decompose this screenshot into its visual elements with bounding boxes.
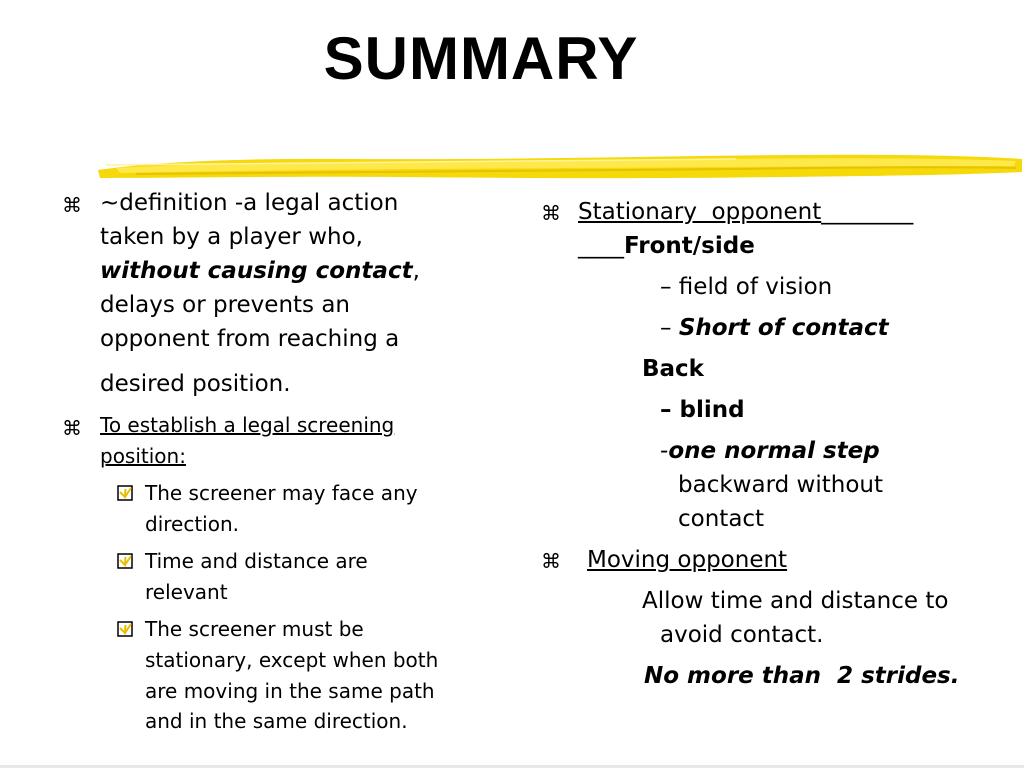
bottom-divider — [0, 765, 1024, 768]
contact: contact — [678, 506, 765, 532]
subitem-3-line-2: stationary, except when both — [145, 648, 439, 672]
definition-line-4: delays or prevents an — [100, 292, 351, 318]
definition-line-2: taken by a player who, — [100, 224, 363, 250]
subitem-1-line-2: direction. — [145, 512, 240, 536]
stationary-opponent-label: Stationary opponent — [578, 199, 822, 225]
legal-screening-heading-line-1: To establish a legal screening — [100, 413, 395, 437]
one-normal-step-line: -one normal step — [660, 434, 880, 468]
short-of-contact-line: – Short of contact — [660, 311, 889, 345]
subitem-2-line-2: relevant — [145, 580, 228, 604]
definition-line-5: opponent from reaching a — [100, 326, 400, 352]
front-side-label: Front/side — [624, 233, 755, 259]
definition-line-6: desired position. — [100, 371, 291, 397]
page-title: SUMMARY — [323, 25, 639, 92]
dash: – — [660, 315, 679, 341]
bullet-symbol: ⌘ — [541, 201, 561, 225]
blind-label: – blind — [660, 397, 745, 423]
legal-screening-heading-line-2: position: — [100, 444, 186, 468]
bullet-symbol: ⌘ — [62, 193, 82, 217]
bullet-symbol: ⌘ — [541, 549, 561, 573]
blank-line: ________ — [821, 199, 914, 225]
subitem-2-line-1: Time and distance are — [145, 549, 368, 573]
definition-line-1: ~definition -a legal action — [100, 190, 399, 216]
avoid-contact-line: avoid contact. — [660, 622, 824, 648]
bullet-symbol: ⌘ — [62, 416, 82, 440]
one-normal-step: one normal step — [668, 438, 880, 464]
moving-opponent-heading: Moving opponent — [587, 547, 788, 573]
checkbox-bullet-icon — [117, 621, 133, 637]
checkbox-bullet-icon — [117, 553, 133, 569]
subitem-1-line-1: The screener may face any — [145, 481, 418, 505]
subitem-3-line-4: and in the same direction. — [145, 709, 408, 733]
subitem-3-line-1: The screener must be — [145, 617, 364, 641]
short-of-contact: Short of contact — [678, 315, 889, 341]
blank-line: ____ — [578, 233, 624, 259]
definition-line-3: without causing contact, — [100, 254, 420, 288]
backward-without: backward without — [678, 472, 883, 498]
field-of-vision: – field of vision — [660, 274, 833, 300]
without-causing-contact-emphasis: without causing contact — [100, 258, 413, 284]
subitem-3-line-3: are moving in the same path — [145, 679, 435, 703]
comma: , — [412, 258, 420, 284]
brush-stroke-divider — [98, 154, 1022, 179]
no-more-than-two-strides: No more than 2 strides. — [644, 663, 960, 689]
back-label: Back — [642, 356, 704, 382]
stationary-opponent-line: Stationary opponent________ — [578, 195, 913, 229]
allow-time-line: Allow time and distance to — [642, 588, 949, 614]
hyphen: - — [660, 438, 669, 464]
checkbox-bullet-icon — [117, 485, 133, 501]
front-side-line: ____Front/side — [578, 229, 755, 263]
